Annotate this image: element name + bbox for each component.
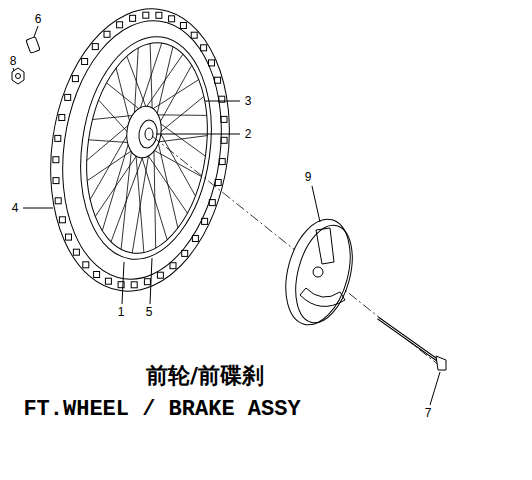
- callout-number: 2: [244, 127, 253, 141]
- callout-number: 7: [424, 406, 433, 420]
- spoke: [156, 136, 208, 143]
- spoke: [99, 100, 130, 134]
- tire-knob: [66, 234, 72, 240]
- tire-knob: [209, 200, 215, 206]
- rim-inner: [74, 35, 220, 261]
- leader-line: [34, 26, 38, 37]
- tire-knob: [65, 94, 71, 100]
- tire-knob: [53, 157, 59, 163]
- tire-knob: [144, 279, 150, 285]
- tire-knob: [59, 217, 65, 223]
- brake-plate: [275, 212, 361, 332]
- brake-shoe-cut: [300, 288, 345, 306]
- spoke: [107, 83, 142, 111]
- spoke: [89, 140, 131, 143]
- spoke: [111, 154, 144, 242]
- leader-line: [205, 101, 240, 102]
- tire-knob: [156, 12, 162, 18]
- spoke: [157, 138, 178, 228]
- tire-knob: [83, 262, 89, 268]
- leader-line: [150, 258, 152, 304]
- tire-knob: [209, 60, 215, 66]
- title: 前轮/前碟刹: [146, 365, 264, 387]
- tire-knob: [94, 272, 100, 278]
- leader-line: [122, 262, 124, 304]
- spoke: [154, 146, 156, 249]
- tire-knob: [105, 278, 111, 284]
- tire-knob: [219, 159, 225, 165]
- leader-line: [312, 186, 320, 222]
- tire: [33, 0, 247, 303]
- tire-knob: [59, 115, 65, 121]
- valve-cap: [26, 37, 40, 54]
- tire-knob: [53, 178, 59, 184]
- axis-line: [152, 136, 445, 370]
- axle-shaft: [378, 318, 440, 362]
- tire-knob: [104, 31, 110, 37]
- tire-knobs: [53, 12, 227, 288]
- brake-plate-face: [286, 219, 362, 329]
- callout-number: 9: [304, 170, 313, 184]
- tire-knob: [170, 263, 176, 269]
- spoke: [158, 65, 192, 125]
- tire-knob: [215, 77, 221, 83]
- spoke: [156, 47, 173, 119]
- spoke: [116, 68, 131, 126]
- spokes: [87, 43, 207, 253]
- leader-line: [13, 68, 14, 71]
- leader-line: [156, 134, 240, 135]
- hub-axle-hole: [145, 128, 153, 140]
- rim: [67, 28, 225, 268]
- callout-number: 3: [244, 94, 253, 108]
- tire-knob: [82, 59, 88, 65]
- subtitle: FT.WHEEL / BRAKE ASSY: [23, 399, 300, 421]
- tire-knob: [221, 116, 227, 122]
- spoke: [136, 151, 144, 252]
- tire-knob: [143, 12, 149, 18]
- tire-knob: [191, 32, 197, 38]
- spoke: [132, 151, 149, 253]
- tire-knob: [131, 282, 137, 288]
- tire-knob: [72, 76, 78, 82]
- spoke: [95, 153, 138, 216]
- tire-knob: [55, 135, 61, 141]
- tire-knob: [221, 137, 227, 143]
- spoke: [102, 138, 130, 230]
- brake-center-hole: [313, 267, 323, 277]
- tire-inner: [47, 10, 238, 289]
- tire-knob: [73, 249, 79, 255]
- tire-knob: [180, 23, 186, 29]
- tire-knob: [169, 16, 175, 22]
- tire-knob: [182, 250, 188, 256]
- tire-knob: [202, 218, 208, 224]
- hub-bore: [137, 119, 159, 149]
- tire-knob: [192, 236, 198, 242]
- callout-number: 1: [117, 305, 126, 319]
- tire-knob: [215, 180, 221, 186]
- callout-number: 6: [34, 12, 43, 26]
- callout-number: 5: [145, 305, 154, 319]
- callout-number: 8: [9, 54, 18, 68]
- brake-slot: [316, 228, 334, 264]
- tire-knob: [117, 22, 123, 28]
- axle-shaft-inner: [378, 318, 440, 362]
- spoke: [154, 114, 207, 116]
- valve-nut-hole: [16, 74, 21, 79]
- tire-knob: [157, 272, 163, 278]
- hub: [124, 104, 165, 160]
- leader-line: [23, 208, 53, 209]
- spoke: [139, 43, 162, 113]
- spoke: [134, 48, 138, 119]
- tire-knob: [130, 15, 136, 21]
- callout-number: 4: [11, 201, 20, 215]
- tire-knob: [55, 198, 61, 204]
- tire-knob: [92, 44, 98, 50]
- spoke: [146, 153, 187, 213]
- tire-knob: [201, 45, 207, 51]
- spoke: [87, 122, 133, 161]
- leader-line: [430, 372, 440, 405]
- axle-head: [436, 356, 446, 370]
- valve-nut: [12, 68, 24, 84]
